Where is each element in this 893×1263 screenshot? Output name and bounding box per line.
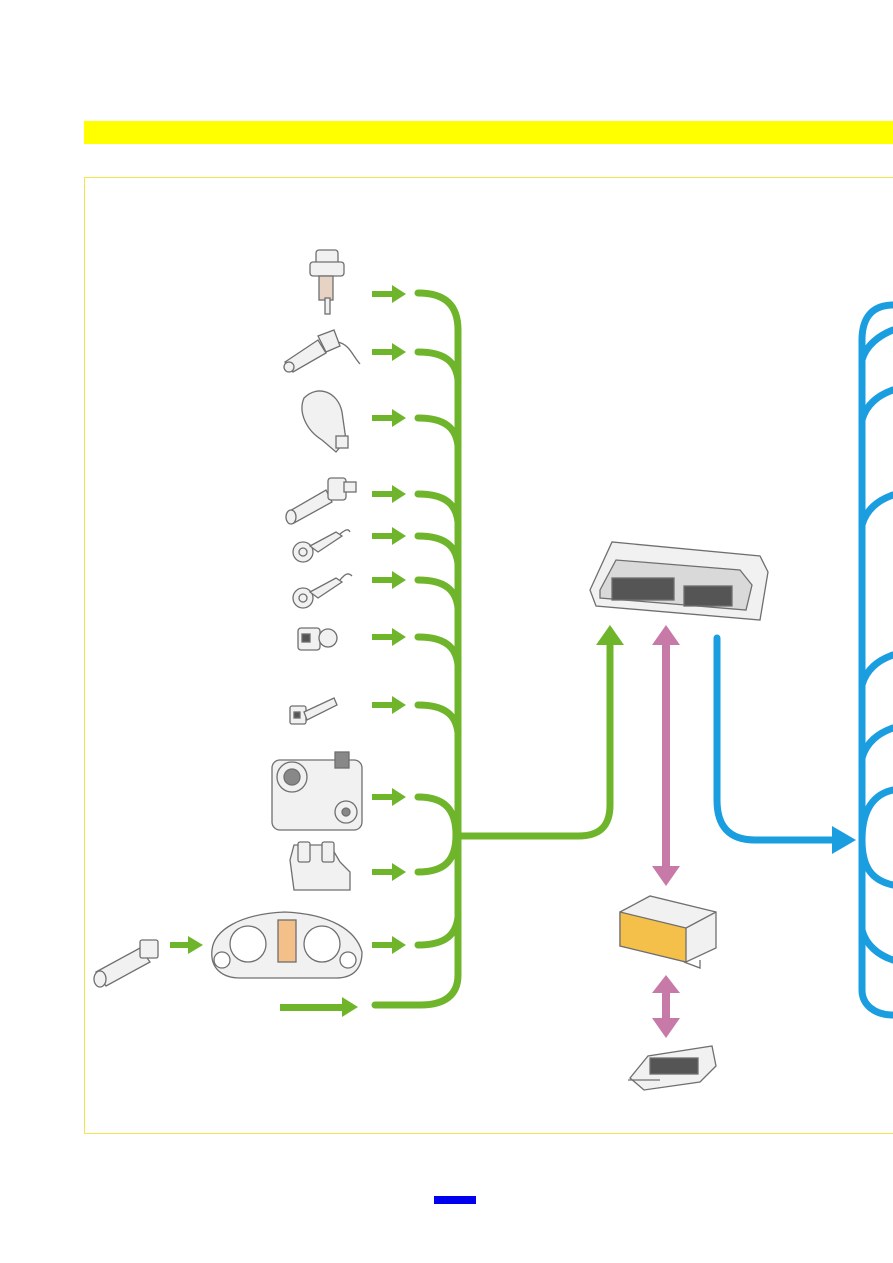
input-arrow: [372, 527, 406, 545]
external-input-arrow: [280, 997, 358, 1017]
knock-sensor-icon: [292, 573, 353, 609]
crank-sensor-icon: [283, 329, 361, 373]
speed-to-cluster-arrow: [170, 936, 203, 954]
ecu-icon: [589, 541, 769, 621]
output-bus: [713, 301, 893, 1019]
input-arrow: [372, 485, 406, 503]
pressure-sensor-icon: [289, 697, 338, 725]
input-bus: [371, 289, 614, 1009]
input-arrow: [372, 936, 406, 954]
title-band: [84, 121, 893, 144]
input-arrow: [372, 285, 406, 303]
input-arrow: [372, 696, 406, 714]
input-arrow: [372, 628, 406, 646]
output-arrowhead: [832, 826, 856, 854]
input-arrows: [170, 285, 406, 1017]
obd-connector-icon: [628, 1045, 717, 1091]
input-arrow: [372, 571, 406, 589]
gateway-box-icon: [619, 895, 717, 969]
input-arrow: [372, 343, 406, 361]
air-flow-meter-icon: [309, 249, 345, 315]
glow-plug-sensor-icon: [285, 477, 357, 525]
throttle-body-icon: [271, 751, 363, 831]
knock-sensor-icon: [292, 529, 351, 563]
instrument-cluster-icon: [211, 911, 363, 979]
speed-sensor-icon: [93, 939, 159, 988]
pedal-sensor-icon: [289, 841, 351, 891]
input-arrow: [372, 409, 406, 427]
component-icons: [93, 249, 769, 1091]
temperature-sensor-icon: [297, 627, 338, 651]
ecu-input-arrowhead: [596, 625, 624, 645]
diagnostic-links: [652, 625, 680, 1038]
input-arrow: [372, 788, 406, 806]
page-marker[interactable]: [434, 1196, 476, 1204]
cam-sensor-icon: [301, 390, 349, 453]
input-arrow: [372, 863, 406, 881]
diagram-frame: [84, 177, 893, 1134]
